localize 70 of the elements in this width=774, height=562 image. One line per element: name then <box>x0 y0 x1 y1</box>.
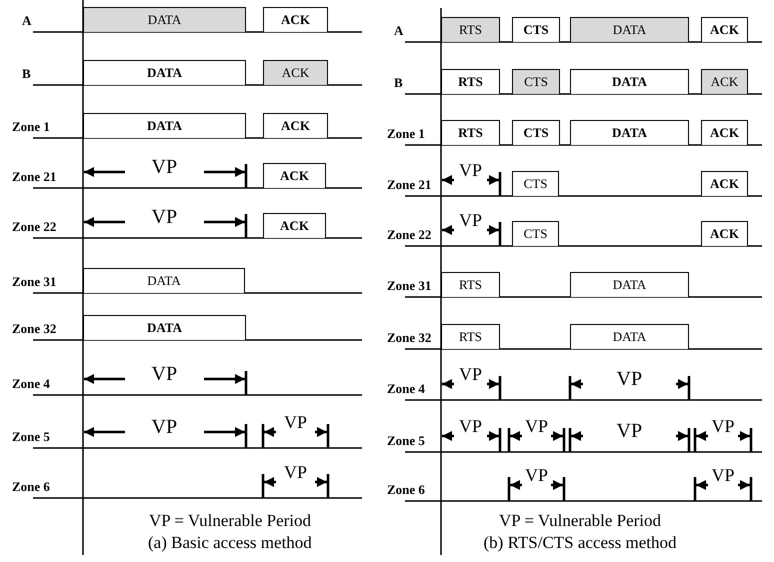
period-label: VP <box>459 161 482 179</box>
frame-box: ACK <box>263 60 328 85</box>
frame-box: RTS <box>441 324 500 349</box>
row-label: Zone 5 <box>12 430 50 443</box>
row-label: Zone 6 <box>12 480 50 493</box>
frame-box: RTS <box>441 272 500 297</box>
period-label: VP <box>152 157 178 177</box>
caption: (b) RTS/CTS access method <box>484 534 677 551</box>
period-label: VP <box>525 466 548 484</box>
period-label: VP <box>152 207 178 227</box>
period-label: VP <box>712 417 735 435</box>
frame-box: DATA <box>83 113 246 138</box>
frame-box: ACK <box>701 17 748 42</box>
period-label: VP <box>525 417 548 435</box>
frame-box: DATA <box>83 60 246 85</box>
frame-box: ACK <box>701 221 748 246</box>
row-label: B <box>394 76 403 89</box>
period-label: VP <box>459 211 482 229</box>
frame-box: RTS <box>441 120 500 145</box>
period-label: VP <box>712 466 735 484</box>
row-label: Zone 1 <box>387 127 425 140</box>
period-label: VP <box>152 417 178 437</box>
row-label: Zone 32 <box>387 331 432 344</box>
row-label: Zone 4 <box>387 382 425 395</box>
frame-box: ACK <box>263 163 326 188</box>
frame-box: DATA <box>83 315 246 340</box>
row-label: Zone 31 <box>387 279 432 292</box>
period-label: VP <box>459 365 482 383</box>
frame-box: ACK <box>263 213 326 238</box>
row-label: Zone 21 <box>12 170 56 183</box>
row-label: Zone 22 <box>387 228 432 241</box>
frame-box: ACK <box>701 171 748 196</box>
row-label: Zone 1 <box>12 120 50 133</box>
frame-box: RTS <box>441 17 500 42</box>
row-label: A <box>22 14 32 27</box>
frame-box: DATA <box>83 7 246 32</box>
period-label: VP <box>616 421 642 441</box>
caption: VP = Vulnerable Period <box>499 512 662 529</box>
caption: VP = Vulnerable Period <box>149 512 312 529</box>
row-label: Zone 22 <box>12 220 56 233</box>
frame-box: CTS <box>512 69 560 94</box>
period-label: VP <box>284 463 308 481</box>
row-label: Zone 32 <box>12 322 56 335</box>
frame-box: DATA <box>570 120 689 145</box>
row-label: Zone 5 <box>387 434 425 447</box>
frame-box: DATA <box>570 69 689 94</box>
frame-box: CTS <box>512 120 560 145</box>
frame-box: ACK <box>701 69 748 94</box>
frame-box: CTS <box>512 171 559 196</box>
row-label: B <box>22 67 31 80</box>
row-label: Zone 6 <box>387 483 425 496</box>
frame-box: CTS <box>512 17 560 42</box>
period-label: VP <box>616 369 642 389</box>
frame-box: DATA <box>570 272 689 297</box>
caption: (a) Basic access method <box>148 534 312 551</box>
frame-box: ACK <box>701 120 748 145</box>
row-label: Zone 4 <box>12 377 50 390</box>
frame-box: ACK <box>263 7 328 32</box>
row-label: A <box>394 24 404 37</box>
frame-box: CTS <box>512 221 559 246</box>
frame-box: ACK <box>263 113 328 138</box>
period-label: VP <box>284 413 308 431</box>
row-label: Zone 31 <box>12 275 56 288</box>
frame-box: DATA <box>570 17 689 42</box>
period-label: VP <box>459 417 482 435</box>
period-label: VP <box>152 364 178 384</box>
frame-box: DATA <box>83 268 245 293</box>
row-label: Zone 21 <box>387 178 432 191</box>
frame-box: RTS <box>441 69 500 94</box>
frame-box: DATA <box>570 324 689 349</box>
